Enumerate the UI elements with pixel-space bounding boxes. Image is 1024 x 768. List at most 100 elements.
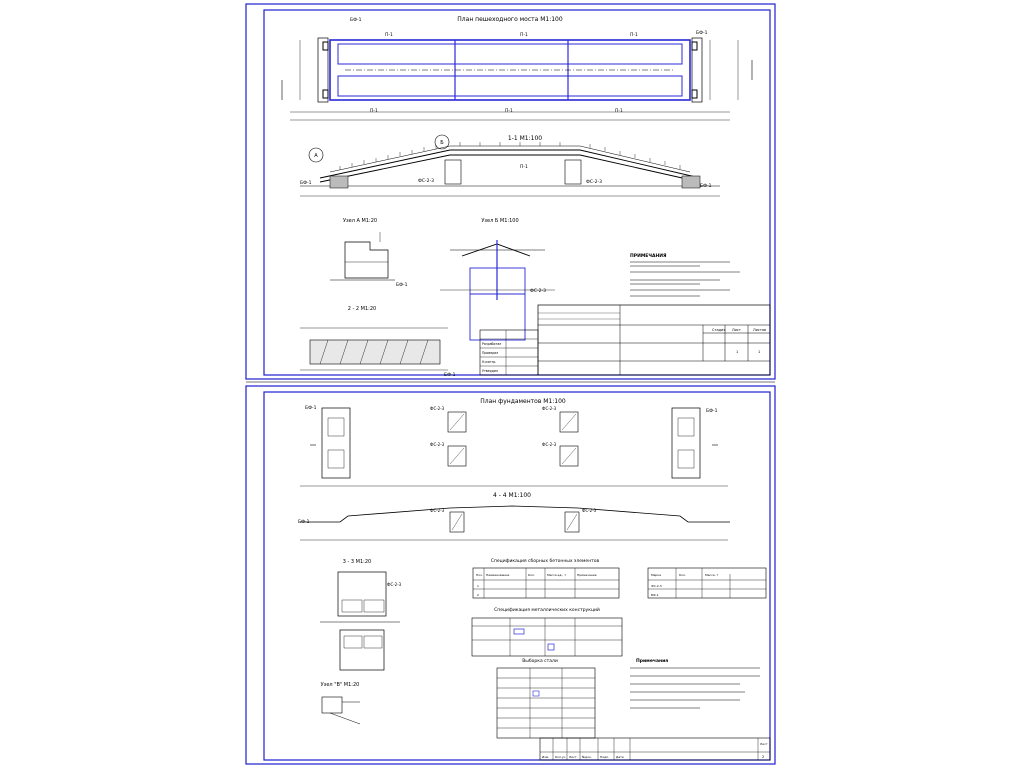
pier-footing [447,411,467,433]
sheet-1-inner-frame [263,9,771,376]
railing-line [329,145,691,173]
slab-block [341,599,363,613]
section-4-4-detail: БФ-1 ФС-2-3 ФС-2-3 [298,505,730,541]
table-cell: ФС-2-3 [651,584,662,588]
sheet-value: 1 [736,350,738,354]
steel-table-title: Спецификация металлических конструкций [494,606,600,613]
pier-left [444,159,462,185]
notes-heading: ПРИМЕЧАНИЯ [630,253,667,259]
abutment-right [691,37,703,103]
steel-item-marker [532,690,540,697]
sheet-1-roles-block: Разработал Проверил Н.контр. Утвердил [479,329,539,376]
support-label: ФС-2-3 [430,406,445,411]
tb-header: Кол.уч [555,755,566,759]
sheet-1-title-block: Стадия Лист Листов 1 1 [537,304,771,376]
section-2-2-title: 2 - 2 М1:20 [348,306,376,312]
support-label: ФС-2-3 [430,442,445,447]
panel-label: П-1 [505,108,513,114]
panel-label: П-1 [615,108,623,114]
end-block-detail [321,696,343,714]
end-block-label: БФ-1 [696,30,708,36]
section-3-3-detail: ФС-2-3 [320,571,402,671]
section-2-2-detail: БФ-1 [300,327,456,378]
steel-table-frame [471,617,623,657]
pier-foundation [469,293,526,341]
bearing-block [322,89,329,99]
tb-header: Подп. [600,755,609,759]
sheet-1-notes: ПРИМЕЧАНИЯ [630,253,740,297]
bearing-block [322,41,329,51]
table-cell: БФ-1 [651,593,659,597]
pier-right [564,159,582,185]
abutment-left [329,175,349,189]
table-header: Марка [651,573,661,577]
support-label: ФС-2-3 [542,406,557,411]
table-header: Примечание [577,573,597,577]
slab-block [363,635,383,649]
section-1-1-title: 1-1 М1:100 [508,135,542,142]
sheets-label: Листов [753,328,766,332]
node-b-letter: Б [440,140,444,146]
pier-footing-section [564,511,580,533]
pier-footing [559,411,579,433]
role-approver: Утвердил [482,369,498,373]
slab-hatch [319,339,429,365]
slab-section [309,339,441,365]
bearing-block [691,41,698,51]
sheet-number: 2 [762,755,764,759]
steel-item-marker [513,628,525,635]
pier-footing-section [449,511,465,533]
foundation-plan: БФ-1 БФ-1 ФС-2-3 ФС-2-3 ФС-2-3 ФС-2-3 [300,405,728,487]
sheet-1-frame [245,3,776,380]
slab-label: ФС-2-3 [387,582,402,587]
support-label: ФС-2-3 [542,442,557,447]
materials-table-frame [647,567,767,599]
title-block-frame [537,304,771,376]
bearing-block [691,89,698,99]
end-block-plan [671,407,701,479]
section-3-3-title: 3 - 3 М1:20 [343,559,371,565]
rolled-table-frame [496,667,596,739]
node-b-marker [434,134,450,150]
node-b-title: Узел Б М1:100 [481,218,518,224]
tb-header: Изм. [542,755,549,759]
table-header: Масса, т [705,573,718,577]
tb-header: Дата [616,755,624,759]
bridge-plan: БФ-1 БФ-1 П-1 П-1 П-1 П-1 П-1 П-1 [281,17,753,121]
sheet-label: Лист [760,742,768,746]
end-block-pocket [327,417,345,437]
slab-block [343,635,363,649]
precast-table-frame [472,567,620,599]
deck-profile-top [319,149,701,179]
panel-label: П-1 [385,32,393,38]
end-block-label: БФ-1 [298,519,310,525]
end-block-label: БФ-1 [444,372,456,378]
roles-frame [479,329,539,376]
table-header: Кол. [679,573,686,577]
pier-footing [559,445,579,467]
panel-label: П-1 [520,32,528,38]
section-4-4-title: 4 - 4 М1:100 [493,492,531,499]
node-b-detail: ФС-2-3 [440,240,555,341]
end-block-pocket [677,449,695,469]
deck-profile-bottom [319,154,701,183]
support-label: ФС-2-3 [586,179,602,185]
abutment-right [681,175,701,189]
end-block-pocket [327,449,345,469]
tb-header: №док. [582,755,592,759]
end-block-label: БФ-1 [350,17,362,23]
end-block-label: БФ-1 [300,180,312,186]
foundation-plan-title: План фундаментов М1:100 [480,398,566,405]
node-v-detail [321,696,361,725]
rolled-steel-table: Выборка стали [496,658,596,739]
sheet-2-frame [245,385,776,765]
table-header: Поз. [476,573,483,577]
table-header: Масса ед., т [547,573,566,577]
plan-view-title: План пешеходного моста М1:100 [457,16,563,23]
node-a-letter: А [314,153,318,159]
lower-girder [337,75,683,97]
node-a-marker [308,147,324,163]
title-block-frame [539,737,771,761]
steel-item-marker [547,643,555,651]
sheet-2: План фундаментов М1:100 БФ-1 БФ-1 ФС-2-3… [245,385,776,765]
